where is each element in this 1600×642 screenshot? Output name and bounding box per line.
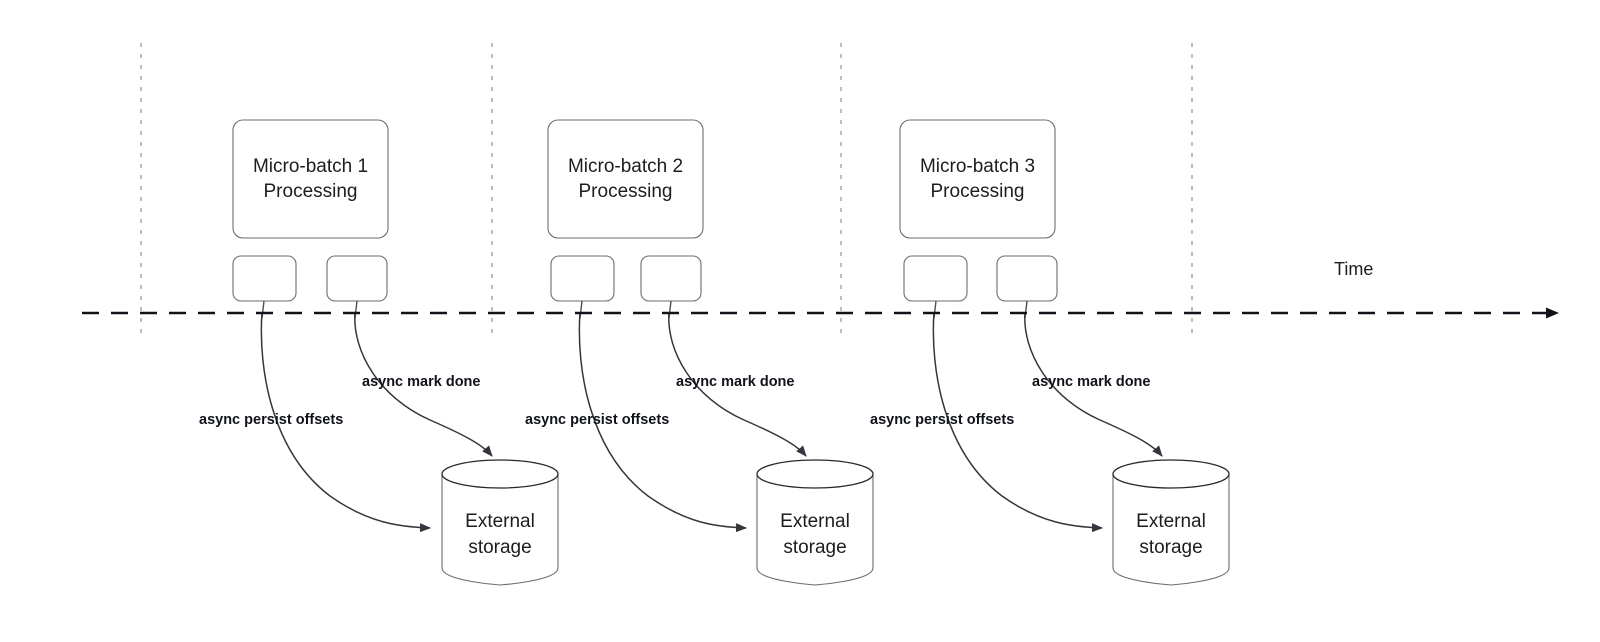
persist-offsets-arrow-1 bbox=[260, 311, 431, 533]
external-storage-1-line1: External bbox=[465, 511, 535, 532]
async-persist-offsets-label-2: async persist offsets bbox=[525, 412, 669, 428]
markdone-task-box-2[interactable] bbox=[640, 255, 702, 302]
markdone-task-box-3[interactable] bbox=[996, 255, 1058, 302]
persist-task-box-2[interactable] bbox=[550, 255, 615, 302]
external-storage-3-line1: External bbox=[1136, 511, 1206, 532]
external-storage-3[interactable]: External storage bbox=[1112, 459, 1230, 586]
micro-batch-box-2-line1: Micro-batch 2 bbox=[568, 156, 683, 177]
micro-batch-box-2-line2: Processing bbox=[579, 181, 673, 202]
micro-batch-box-1-line1: Micro-batch 1 bbox=[253, 156, 368, 177]
persist-task-box-3[interactable] bbox=[903, 255, 968, 302]
mark-done-arrow-1 bbox=[354, 311, 493, 457]
markdone-task-box-1[interactable] bbox=[326, 255, 388, 302]
micro-batch-box-1-line2: Processing bbox=[264, 181, 358, 202]
async-mark-done-label-1: async mark done bbox=[362, 374, 480, 390]
micro-batch-group-3: Micro-batch 3 Processing External storag… bbox=[870, 119, 1230, 586]
async-persist-offsets-label-3: async persist offsets bbox=[870, 412, 1014, 428]
micro-batch-group-2: Micro-batch 2 Processing External storag… bbox=[525, 119, 874, 586]
persist-offsets-arrow-2 bbox=[578, 311, 747, 533]
external-storage-2-line1: External bbox=[780, 511, 850, 532]
micro-batch-box-2[interactable] bbox=[547, 119, 704, 239]
external-storage-3-line2: storage bbox=[1139, 537, 1202, 558]
micro-batch-box-3[interactable] bbox=[899, 119, 1056, 239]
async-mark-done-label-2: async mark done bbox=[676, 374, 794, 390]
external-storage-1-line2: storage bbox=[468, 537, 531, 558]
external-storage-2[interactable]: External storage bbox=[756, 459, 874, 586]
persist-offsets-arrow-3 bbox=[932, 311, 1103, 533]
micro-batch-box-1[interactable] bbox=[232, 119, 389, 239]
micro-batch-box-3-line1: Micro-batch 3 bbox=[920, 156, 1035, 177]
micro-batch-group-1: Micro-batch 1 Processing External storag… bbox=[199, 119, 559, 586]
async-mark-done-label-3: async mark done bbox=[1032, 374, 1150, 390]
mark-done-arrow-3 bbox=[1024, 311, 1163, 457]
persist-task-box-1[interactable] bbox=[232, 255, 297, 302]
mark-done-arrow-2 bbox=[668, 311, 807, 457]
async-persist-offsets-label-1: async persist offsets bbox=[199, 412, 343, 428]
external-storage-1[interactable]: External storage bbox=[441, 459, 559, 586]
time-axis-label: Time bbox=[1334, 259, 1373, 279]
micro-batch-box-3-line2: Processing bbox=[931, 181, 1025, 202]
time-axis: Time bbox=[82, 259, 1559, 319]
external-storage-2-line2: storage bbox=[783, 537, 846, 558]
